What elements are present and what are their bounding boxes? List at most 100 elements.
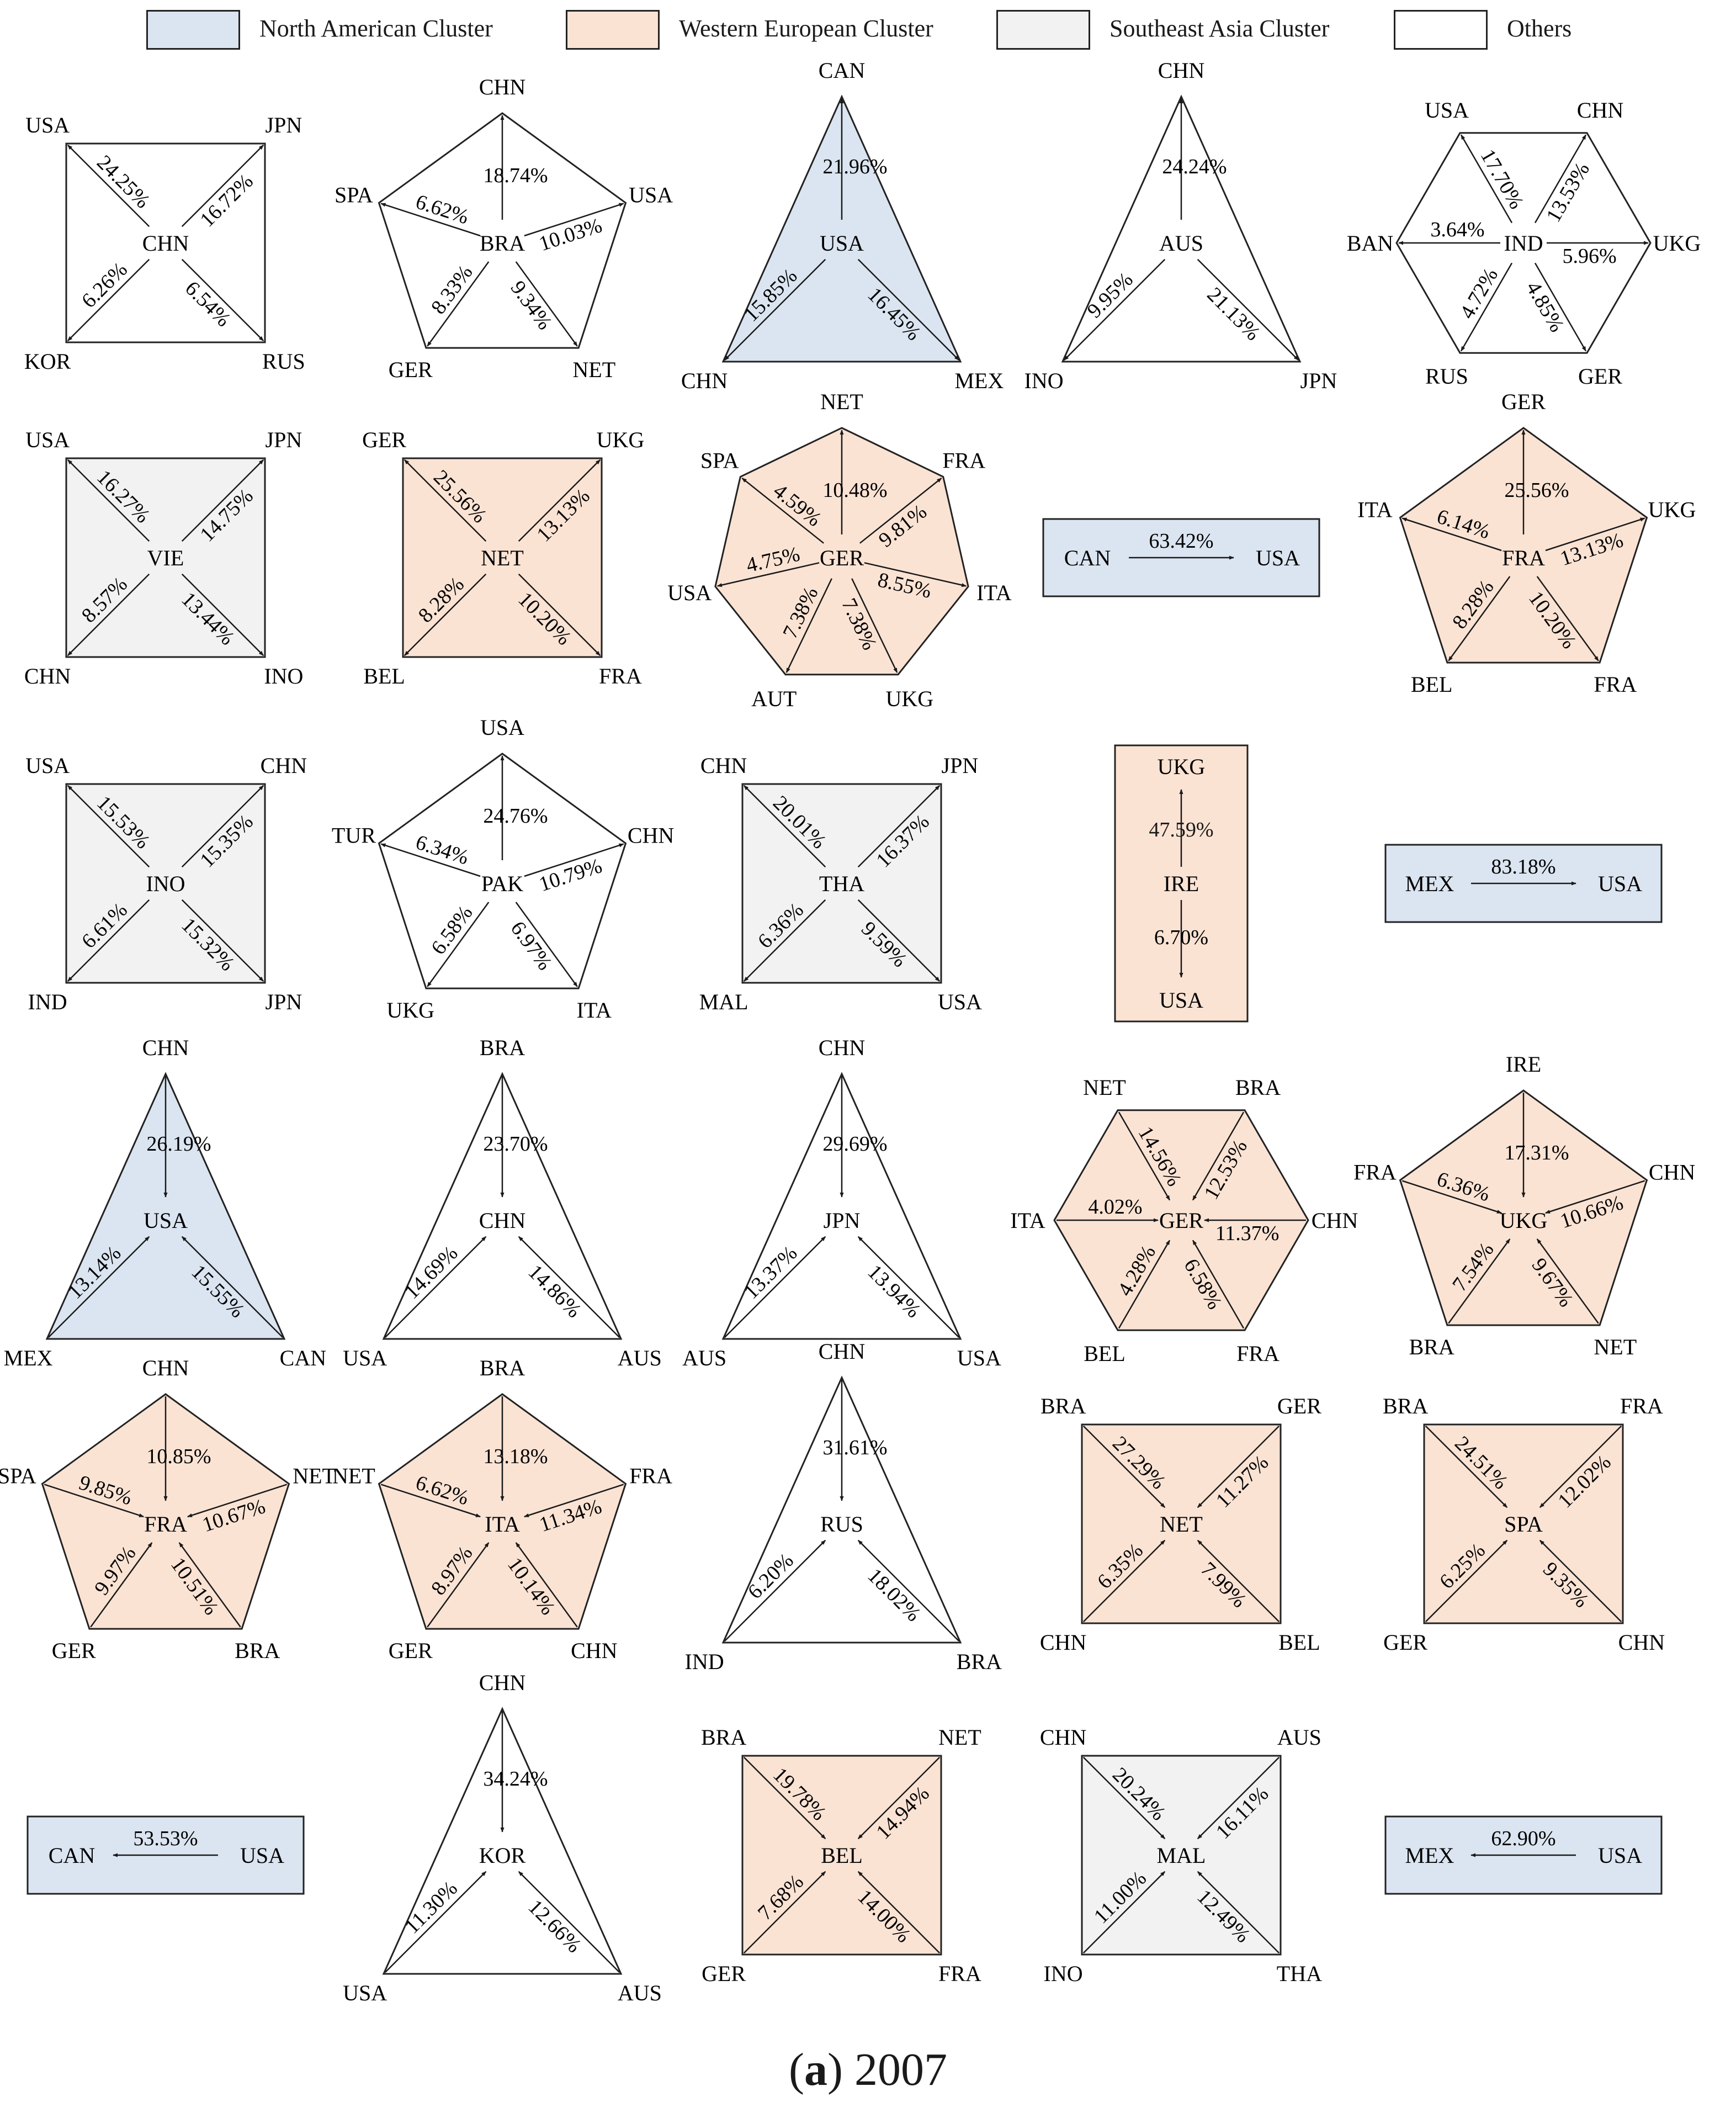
share-label: 10.85%: [146, 1445, 211, 1468]
flow-arrow: [857, 258, 960, 361]
center-label: VIE: [147, 546, 184, 570]
flow-arrow: [181, 899, 264, 982]
node-label-bra: BRA: [1040, 1394, 1086, 1418]
share-label: 5.96%: [1563, 245, 1617, 268]
diagram-fra-out: FRAGER25.56%UKG13.13%FRA10.20%BEL8.28%IT…: [1357, 389, 1696, 697]
diagram-ger-in: GERBRA12.53%CHN11.37%FRA6.58%BEL4.28%ITA…: [1010, 1075, 1358, 1366]
flow-arrow: [524, 1484, 624, 1518]
share-label: 25.56%: [1504, 479, 1569, 502]
flow-arrow: [1534, 134, 1587, 224]
node-label-usa: USA: [343, 1346, 387, 1370]
node-label-bra: BRA: [1383, 1394, 1428, 1418]
flow-arrow: [515, 261, 578, 347]
node-label-chn: CHN: [261, 753, 307, 778]
node-label-usa: USA: [1425, 98, 1469, 123]
flow-arrow: [743, 899, 826, 982]
node-label-fra: FRA: [942, 448, 985, 473]
heptagon-outline: [714, 427, 969, 676]
flow-arrow: [67, 899, 150, 982]
node-label-net: NET: [1083, 1075, 1126, 1100]
share-label: 34.24%: [483, 1767, 548, 1791]
center-label: THA: [819, 871, 864, 896]
center-label: USA: [144, 1208, 188, 1233]
diagram-ukg-in: UKGIRE17.31%CHN10.66%NET9.67%BRA7.54%FRA…: [1353, 1052, 1695, 1359]
node-label-ukg: UKG: [386, 998, 434, 1023]
center-label: CHN: [142, 231, 189, 256]
triangle-outline: [1061, 94, 1302, 363]
share-label: 6.70%: [1154, 926, 1208, 949]
node-label-mex: MEX: [1405, 1843, 1454, 1868]
node-label-mex: MEX: [4, 1346, 53, 1370]
flow-arrow: [1425, 1425, 1508, 1508]
node-label-mal: MAL: [699, 989, 748, 1014]
node-label-ita: ITA: [1357, 497, 1393, 522]
node-label-chn: CHN: [479, 75, 525, 99]
node-label-usa: USA: [343, 1980, 387, 2005]
share-label: 26.19%: [146, 1132, 211, 1156]
node-label-ino: INO: [1044, 1961, 1083, 1986]
flow-arrow: [67, 785, 150, 868]
flow-arrow: [857, 1756, 941, 1840]
flow-arrow: [1448, 1238, 1511, 1324]
flow-arrow: [181, 258, 264, 342]
flow-arrow: [724, 1236, 826, 1338]
pentagon-outline: [1399, 427, 1648, 664]
node-label-jpn: JPN: [942, 753, 979, 778]
node-label-bel: BEL: [363, 664, 405, 689]
share-label: 21.96%: [822, 155, 887, 178]
node-label-usa: USA: [1598, 1843, 1642, 1868]
flow-arrow: [1401, 1180, 1502, 1214]
node-label-ino: INO: [1024, 368, 1064, 393]
flow-arrow: [859, 478, 942, 544]
node-label-ban: BAN: [1347, 231, 1393, 256]
node-label-chn: CHN: [1649, 1160, 1695, 1185]
center-label: FRA: [144, 1512, 187, 1537]
flow-arrow: [384, 1236, 487, 1338]
legend-swatch: [1394, 10, 1488, 50]
node-label-bra: BRA: [957, 1649, 1002, 1674]
flow-arrow: [518, 1236, 620, 1338]
share-label: 24.24%: [1162, 155, 1227, 178]
flow-arrow: [1192, 1111, 1245, 1201]
node-label-bel: BEL: [1411, 672, 1453, 697]
pentagon-outline: [41, 1393, 290, 1630]
node-label-jpn: JPN: [266, 989, 302, 1014]
node-label-spa: SPA: [335, 183, 373, 208]
legend-label: Southeast Asia Cluster: [1109, 15, 1330, 42]
flow-arrow: [1539, 1539, 1622, 1623]
node-label-chn: CHN: [24, 664, 71, 689]
node-label-ino: INO: [264, 664, 303, 689]
flow-arrow: [1118, 1111, 1171, 1201]
share-label: 23.70%: [483, 1132, 548, 1156]
flow-arrow: [1197, 1871, 1280, 1954]
flow-arrow: [1448, 576, 1511, 661]
center-label: PAK: [481, 871, 523, 896]
flow-arrow: [1082, 1756, 1166, 1840]
center-label: SPA: [1504, 1512, 1543, 1537]
pentagon-outline: [378, 1393, 627, 1630]
center-label: NET: [481, 546, 524, 570]
flow-arrow: [857, 1539, 960, 1642]
flow-arrow: [724, 1539, 826, 1642]
node-label-usa: USA: [480, 715, 524, 740]
node-label-chn: CHN: [142, 1355, 189, 1380]
legend-swatch: [566, 10, 660, 50]
node-label-spa: SPA: [0, 1464, 36, 1489]
flow-arrow: [857, 1871, 941, 1954]
node-label-spa: SPA: [700, 448, 739, 473]
center-label: AUS: [1159, 231, 1203, 256]
diagram-ger-out: GERNET10.48%FRA9.81%ITA8.55%UKG7.38%AUT7…: [667, 389, 1012, 711]
share-label: 83.18%: [1491, 855, 1556, 878]
flow-arrow: [743, 1871, 826, 1954]
node-label-rus: RUS: [262, 349, 305, 374]
center-label: CHN: [479, 1208, 525, 1233]
flow-arrow: [518, 573, 601, 656]
